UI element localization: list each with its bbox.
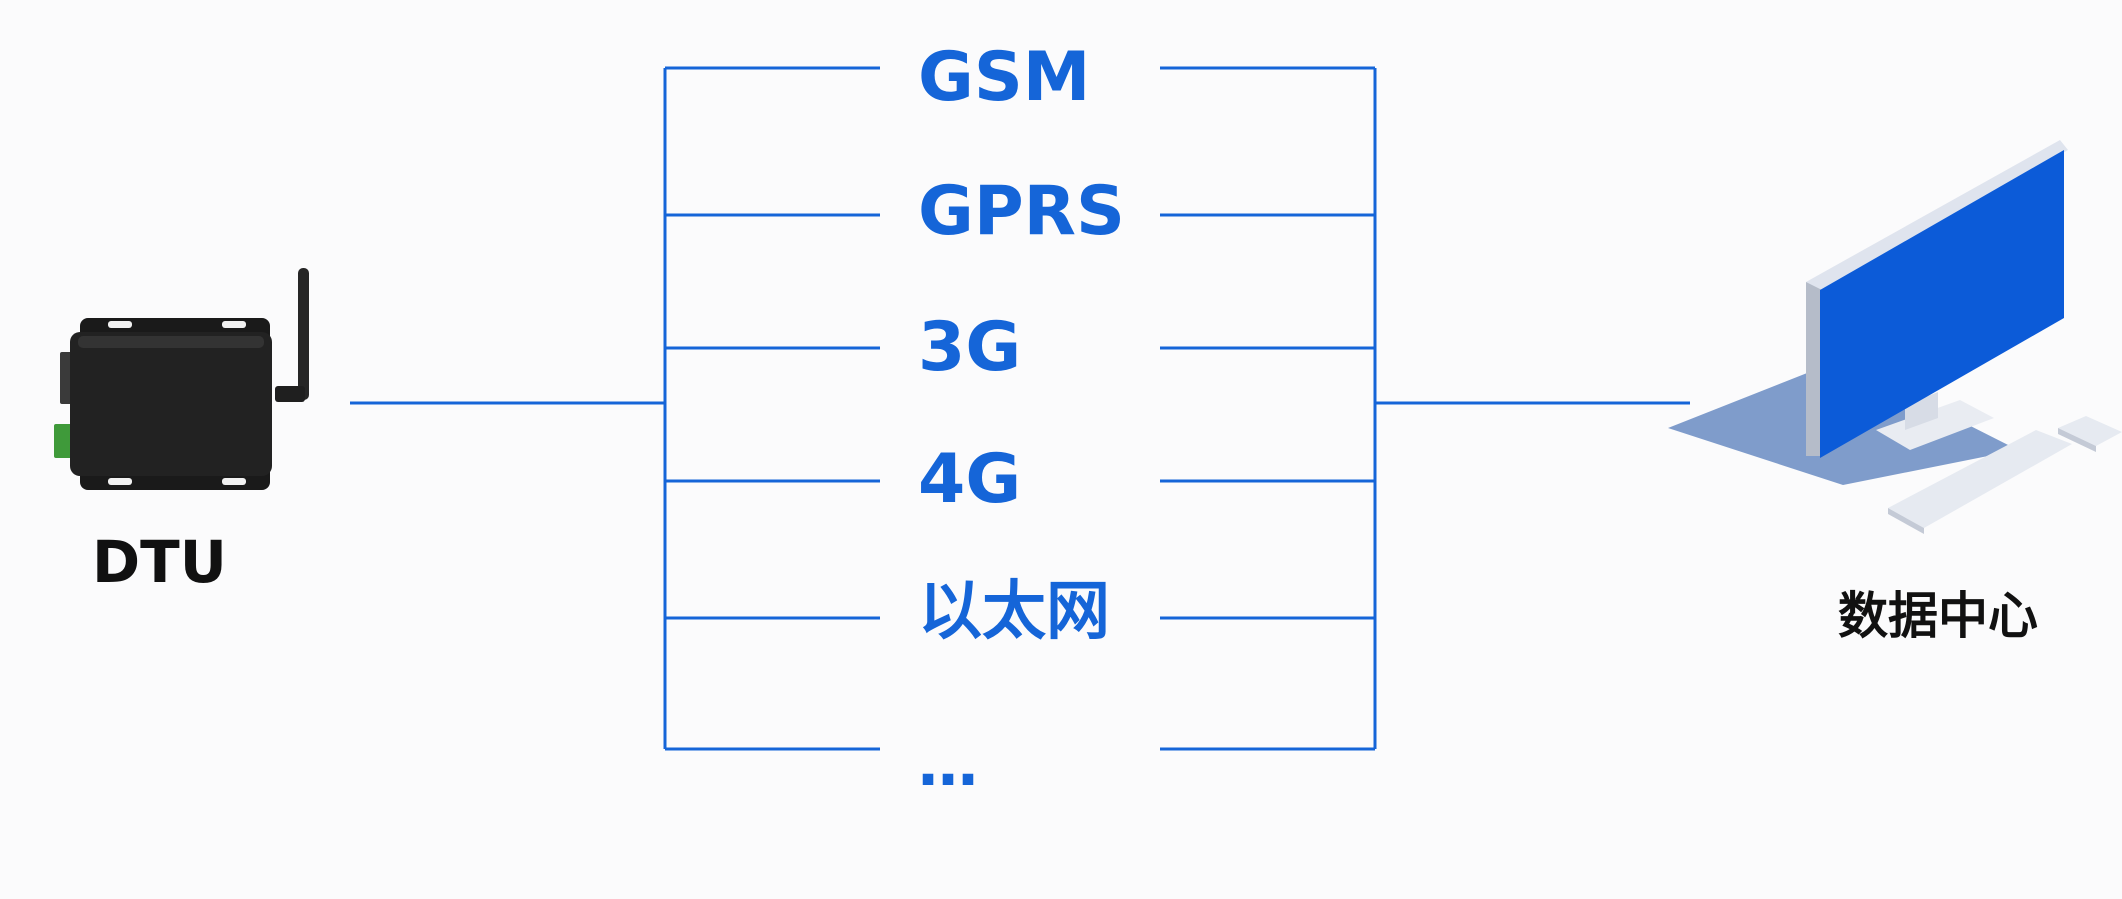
computer-monitor-icon bbox=[1668, 140, 2122, 534]
protocol-label-gsm: GSM bbox=[918, 44, 1090, 112]
protocol-label-ethernet: 以太网 bbox=[918, 580, 1110, 644]
dtu-hole bbox=[222, 321, 246, 328]
mouse bbox=[2058, 416, 2122, 446]
protocol-label-3g: 3G bbox=[918, 314, 1021, 382]
left-branches bbox=[665, 68, 880, 749]
dtu-device-icon bbox=[54, 268, 309, 490]
dtu-hole bbox=[108, 321, 132, 328]
data-center-label: 数据中心 bbox=[1838, 576, 2038, 648]
protocol-label-gprs: GPRS bbox=[918, 178, 1125, 246]
dtu-label: DTU bbox=[92, 528, 227, 596]
monitor-edge bbox=[1806, 282, 1822, 456]
dtu-top-face bbox=[78, 336, 264, 348]
dtu-antenna-base bbox=[275, 386, 305, 402]
dtu-body bbox=[70, 332, 272, 476]
dtu-antenna bbox=[298, 268, 309, 400]
right-branches bbox=[1160, 68, 1375, 749]
dtu-hole bbox=[108, 478, 132, 485]
protocol-label-4g: 4G bbox=[918, 446, 1021, 514]
dtu-hole bbox=[222, 478, 246, 485]
protocol-label-more: … bbox=[918, 735, 982, 795]
